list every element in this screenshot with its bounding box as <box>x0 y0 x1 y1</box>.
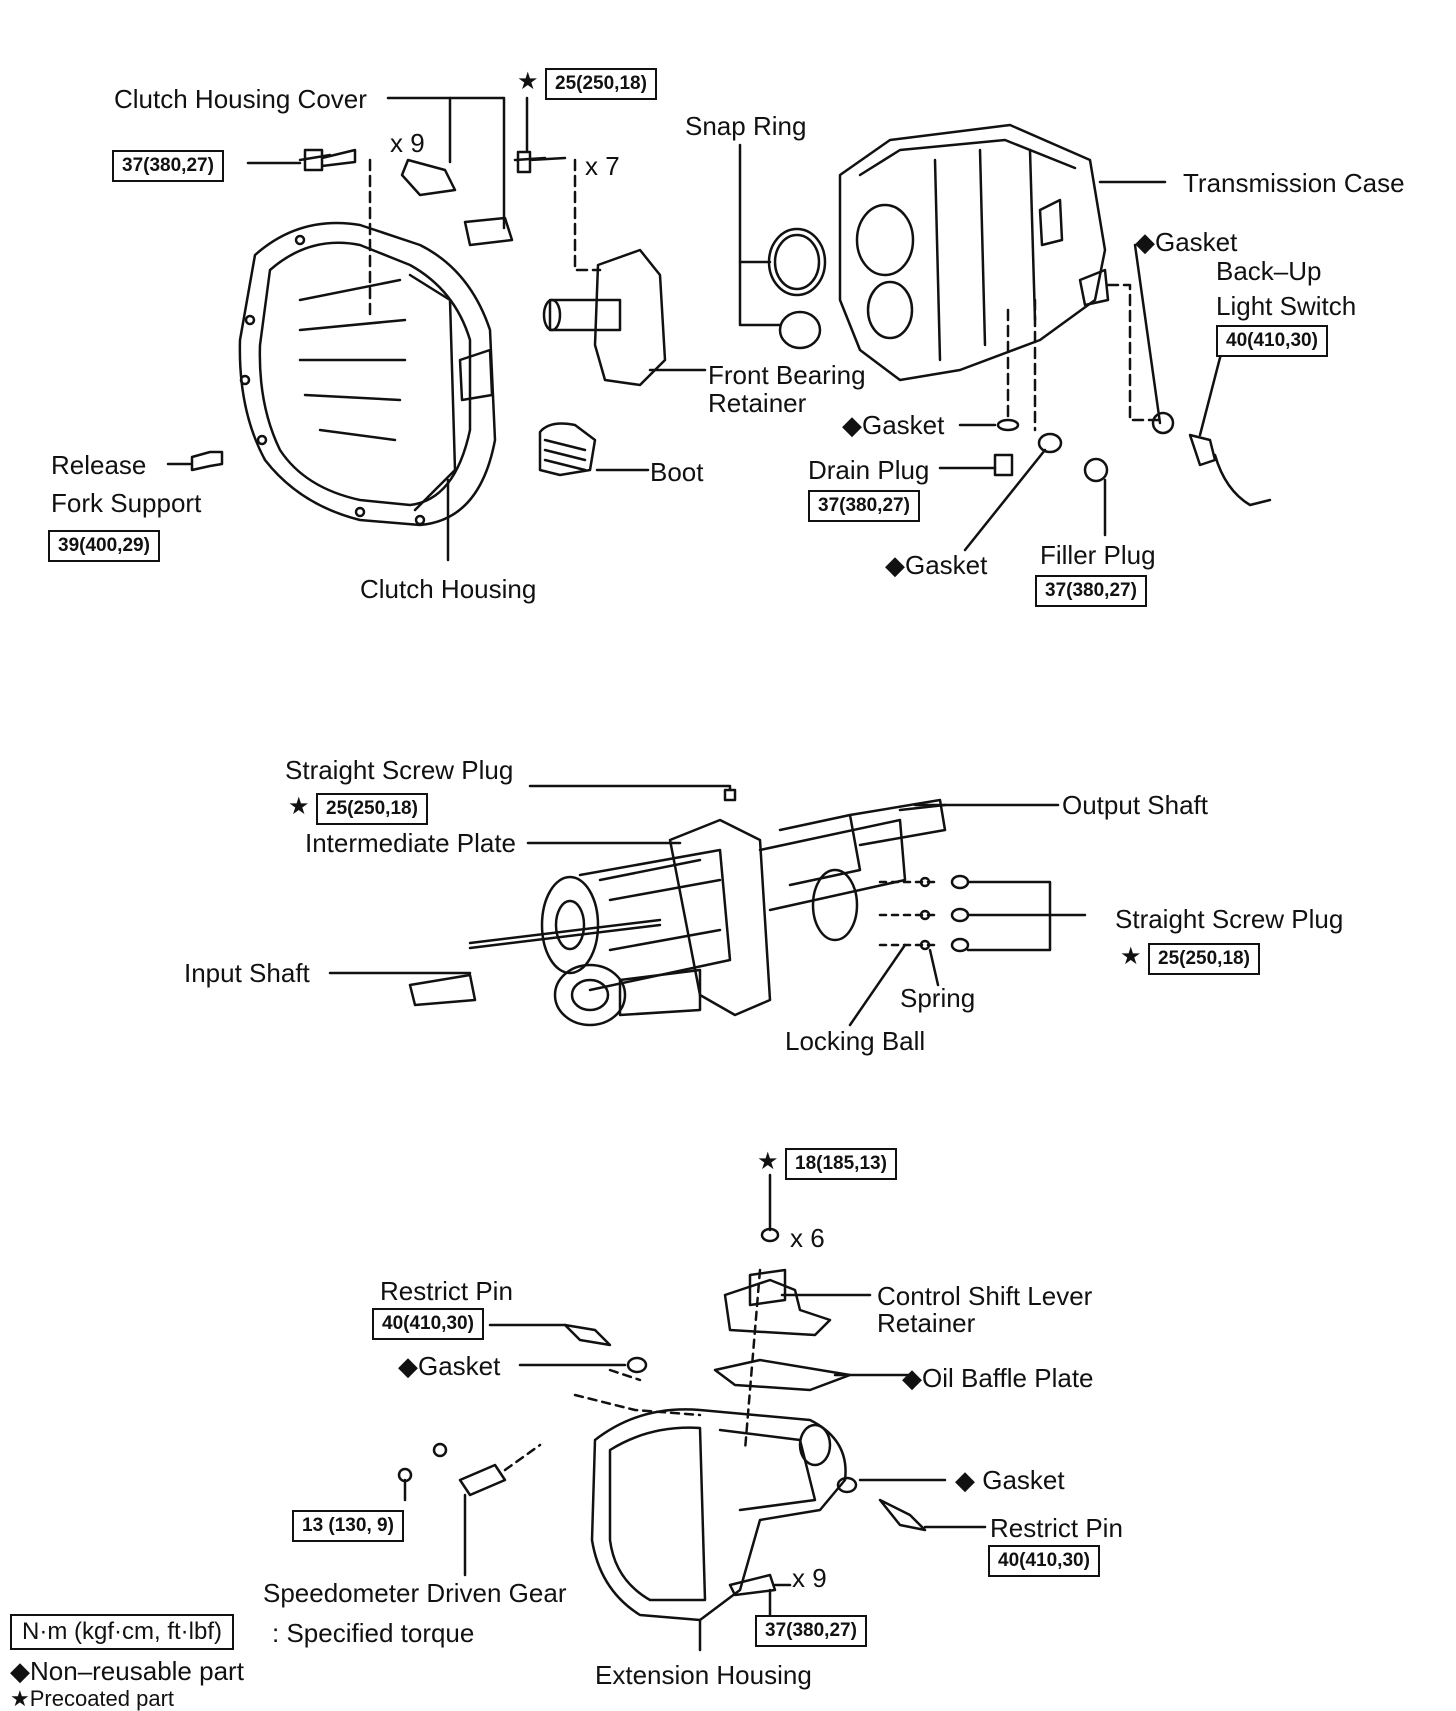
release-fork-support-drawing <box>190 450 224 472</box>
label-restrict-pin-right: Restrict Pin <box>990 1513 1123 1543</box>
extension-housing-drawing <box>590 1408 847 1622</box>
torque-screw-plug-top: 25(250,18) <box>316 793 428 825</box>
label-gasket-right: ◆ Gasket <box>955 1465 1065 1495</box>
label-input-shaft: Input Shaft <box>184 958 310 988</box>
legend-unit-box: N·m (kgf·cm, ft·lbf) <box>10 1614 234 1650</box>
front-bearing-retainer-drawing <box>542 248 707 387</box>
clutch-housing-drawing <box>238 221 497 527</box>
legend-unit-text: : Specified torque <box>272 1618 475 1648</box>
torque-cover-bolt: 37(380,27) <box>112 150 224 182</box>
bolt-x9-drawing <box>728 1573 777 1597</box>
label-gasket-left: ◆Gasket <box>398 1351 501 1381</box>
torque-filler-plug: 37(380,27) <box>1035 575 1147 607</box>
label-clutch-housing: Clutch Housing <box>360 574 537 604</box>
label-extension-housing: Extension Housing <box>595 1660 812 1690</box>
label-output-shaft: Output Shaft <box>1062 790 1208 820</box>
label-oil-baffle-plate: ◆Oil Baffle Plate <box>902 1363 1094 1393</box>
backup-switch-drawing <box>1188 433 1217 467</box>
restrict-pin-left-drawing <box>563 1323 612 1347</box>
restrict-pin-right-drawing <box>878 1498 927 1532</box>
label-intermediate-plate: Intermediate Plate <box>305 828 517 858</box>
gear-assembly-drawing <box>408 798 947 1027</box>
cover-plate-2 <box>463 216 514 247</box>
control-shift-lever-retainer-drawing <box>723 1278 832 1337</box>
label-restrict-pin-left: Restrict Pin <box>380 1276 513 1306</box>
label-x7: x 7 <box>585 151 620 181</box>
label-backup-light-switch-line1: Back–Up <box>1216 256 1322 286</box>
speedometer-gear-drawing <box>458 1463 507 1497</box>
transmission-case-drawing <box>838 123 1110 382</box>
torque-backup-switch: 40(410,30) <box>1216 325 1328 357</box>
label-x6: x 6 <box>790 1223 825 1253</box>
torque-restrict-pin-left: 40(410,30) <box>372 1308 484 1340</box>
torque-retainer-bolt: 18(185,13) <box>785 1148 897 1180</box>
torque-extension-housing: 37(380,27) <box>755 1615 867 1647</box>
label-release-fork-support-line2: Fork Support <box>51 488 202 518</box>
label-straight-screw-plug-top: Straight Screw Plug <box>285 755 514 785</box>
torque-release-fork-support: 39(400,29) <box>48 530 160 562</box>
snap-ring-2 <box>778 310 822 350</box>
torque-top-bolt: 25(250,18) <box>545 68 657 100</box>
label-gasket-backup: ◆Gasket <box>1135 227 1238 257</box>
label-control-shift-lever-retainer-line1: Control Shift Lever <box>877 1281 1093 1311</box>
label-gasket-filler: ◆Gasket <box>885 550 988 580</box>
label-release-fork-support-line1: Release <box>51 450 147 480</box>
label-front-bearing-retainer-line2: Retainer <box>708 388 807 418</box>
label-backup-light-switch-line2: Light Switch <box>1216 291 1357 321</box>
label-control-shift-lever-retainer-line2: Retainer <box>877 1308 976 1338</box>
bolt-retainer <box>513 150 567 174</box>
legend-non-reusable: ◆Non–reusable part <box>10 1656 244 1686</box>
label-snap-ring: Snap Ring <box>685 111 807 141</box>
bolt-cover <box>298 148 357 172</box>
label-x9-cover: x 9 <box>390 128 425 158</box>
torque-screw-plug-right: 25(250,18) <box>1148 943 1260 975</box>
label-gasket-drain: ◆Gasket <box>842 410 945 440</box>
star-icon: ★ <box>517 68 539 95</box>
label-filler-plug: Filler Plug <box>1040 540 1156 570</box>
torque-speedometer: 13 (130, 9) <box>292 1510 404 1542</box>
label-boot: Boot <box>650 457 704 487</box>
star-icon: ★ <box>757 1148 779 1175</box>
cover-plate-1 <box>400 158 457 197</box>
legend-precoated: ★Precoated part <box>10 1686 175 1711</box>
label-transmission-case: Transmission Case <box>1183 168 1405 198</box>
label-locking-ball: Locking Ball <box>785 1026 926 1056</box>
boot-drawing <box>538 422 597 477</box>
oil-baffle-plate-drawing <box>713 1358 852 1392</box>
label-clutch-housing-cover: Clutch Housing Cover <box>114 84 367 114</box>
torque-restrict-pin-right: 40(410,30) <box>988 1545 1100 1577</box>
label-speedometer-driven-gear: Speedometer Driven Gear <box>263 1578 567 1608</box>
label-front-bearing-retainer-line1: Front Bearing <box>708 360 866 390</box>
snap-ring-1 <box>767 227 827 297</box>
torque-drain-plug: 37(380,27) <box>808 490 920 522</box>
label-drain-plug: Drain Plug <box>808 455 930 485</box>
star-icon: ★ <box>1120 943 1142 970</box>
label-straight-screw-plug-right: Straight Screw Plug <box>1115 904 1344 934</box>
label-x9-extension: x 9 <box>792 1563 827 1593</box>
label-spring: Spring <box>900 983 976 1013</box>
star-icon: ★ <box>288 793 310 820</box>
